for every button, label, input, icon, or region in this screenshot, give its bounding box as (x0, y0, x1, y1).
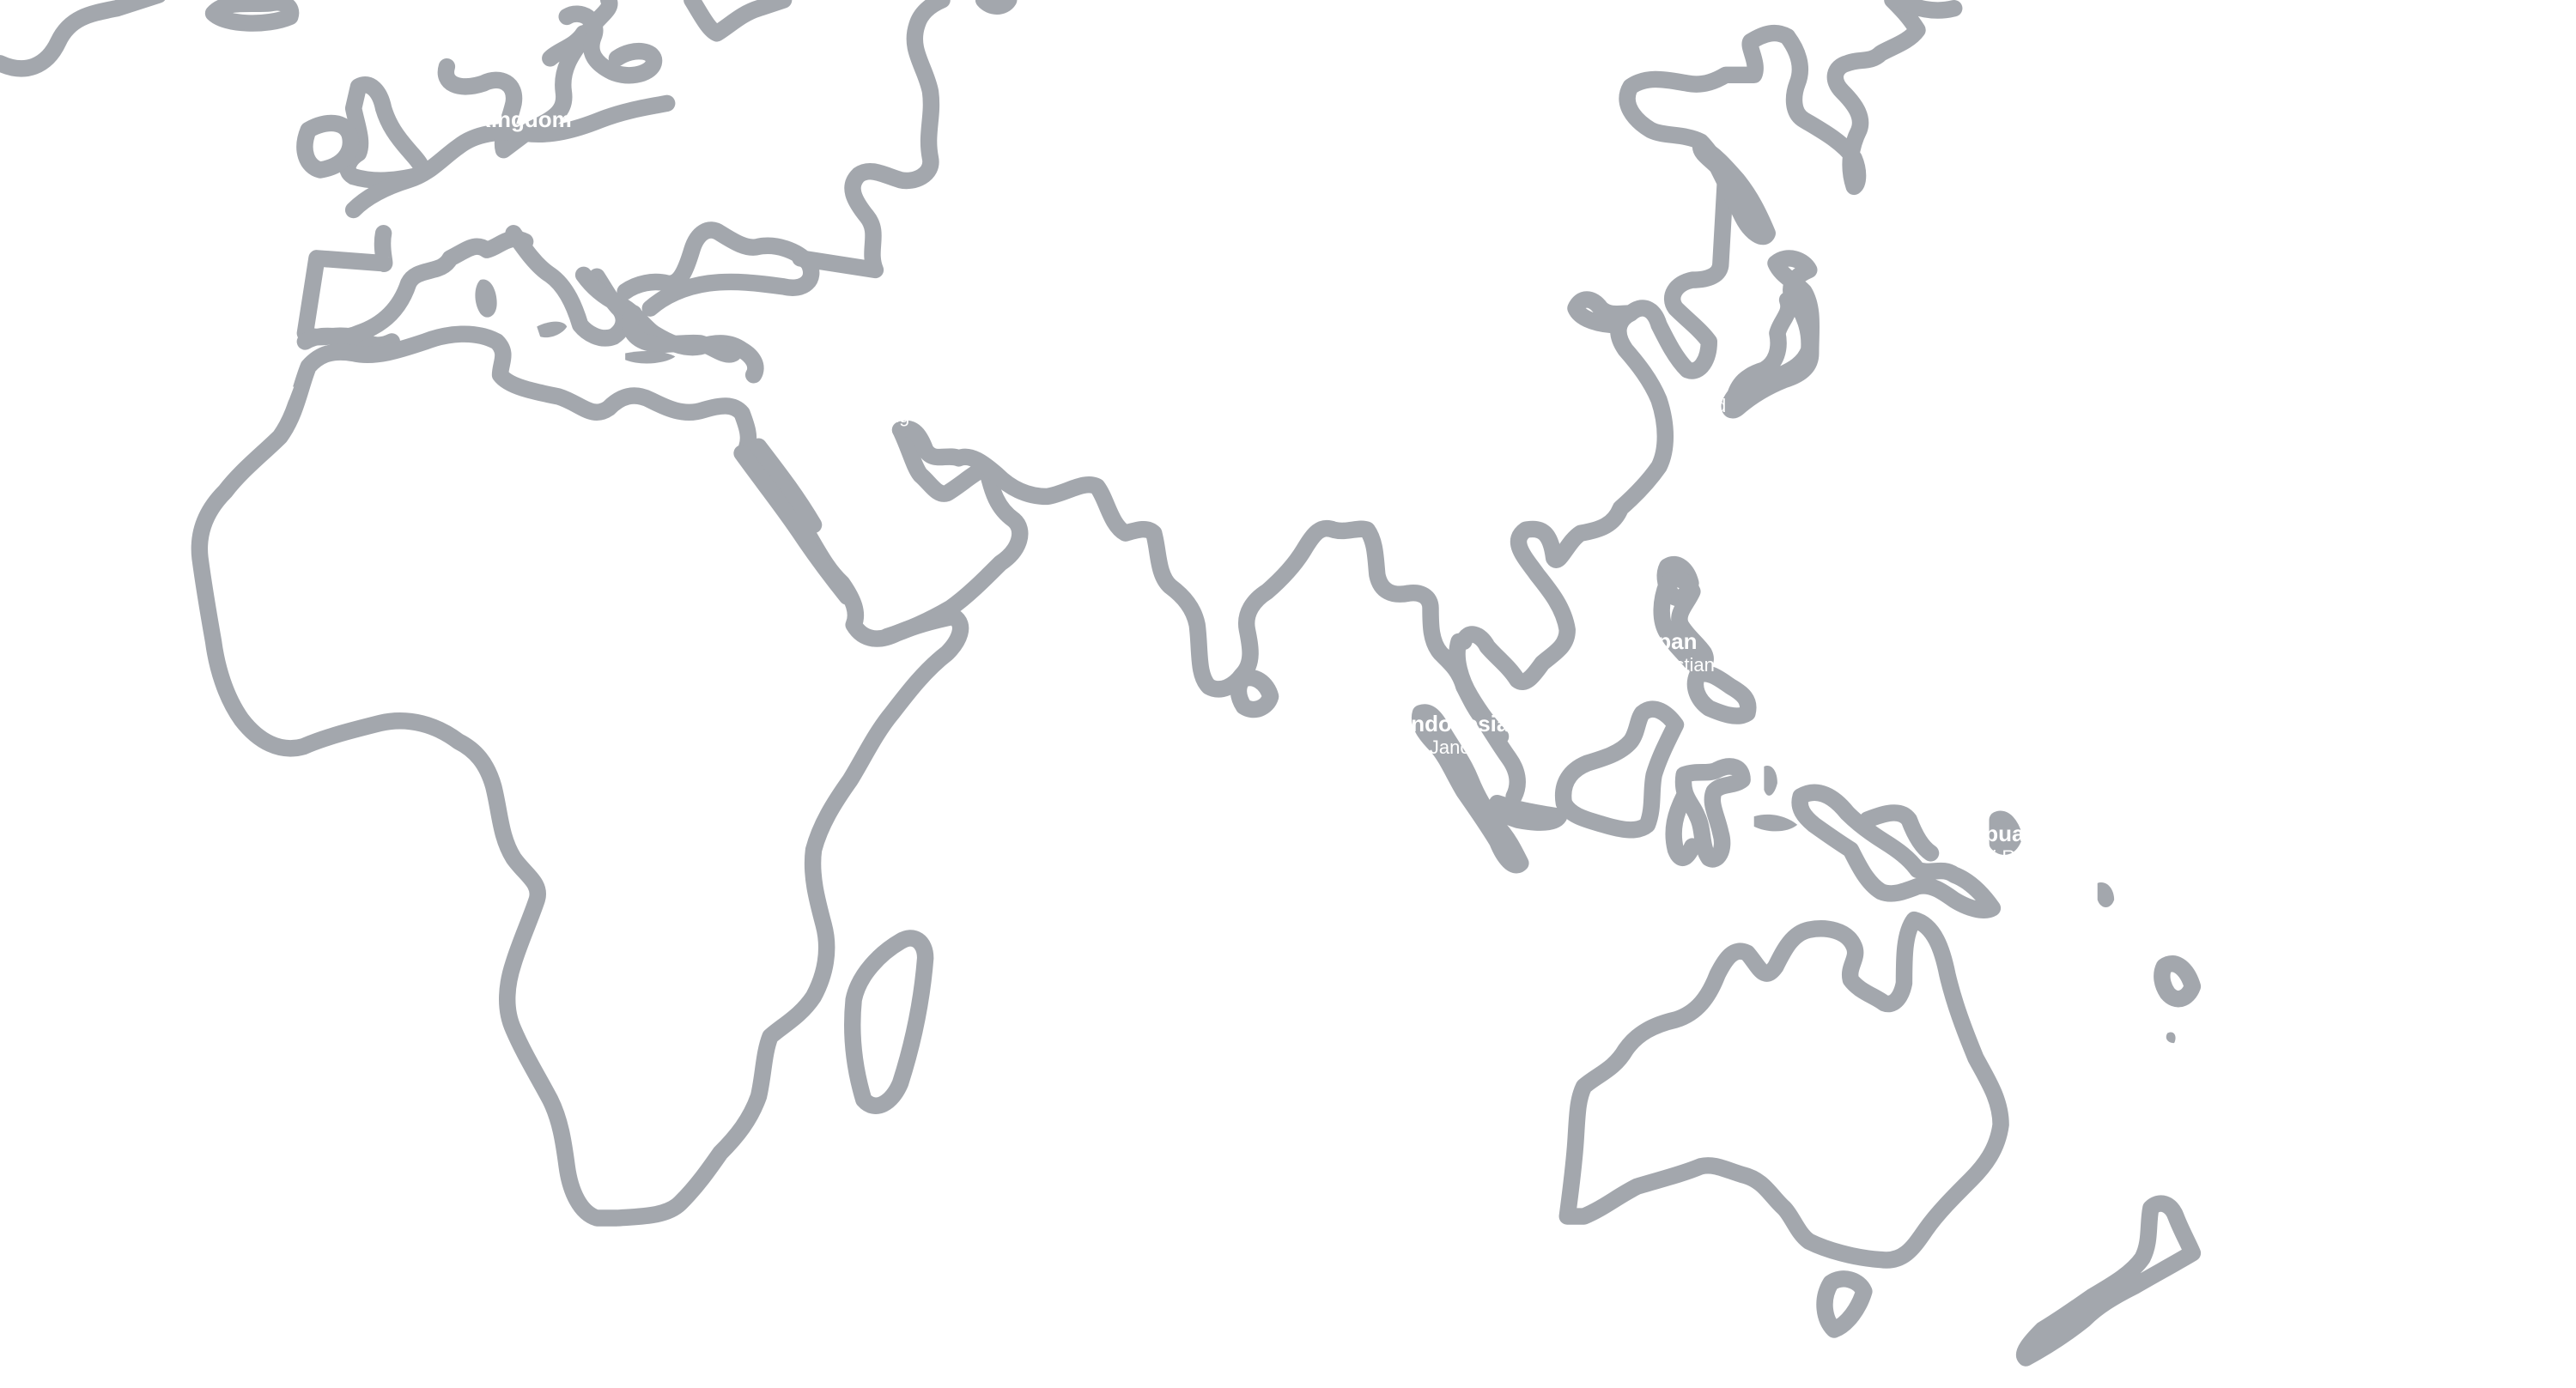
sicily-island (537, 321, 568, 338)
north-europe-coast (344, 94, 676, 219)
marker-sublabel: d (1716, 395, 1727, 416)
malay-peninsula-coast (1449, 633, 1510, 745)
sakhalin-coast (1692, 138, 1776, 245)
greenland-coast (0, 0, 166, 77)
sri-lanka-coast (1230, 669, 1279, 718)
iceland-coast (204, 0, 300, 32)
marker-label: Indonesia (1405, 711, 1510, 736)
red-sea-coast (733, 438, 856, 605)
kamchatka-coast (1892, 0, 1963, 19)
vanuatu-island (2097, 882, 2115, 907)
black-sea-coast (617, 221, 820, 317)
caspian-coast (792, 0, 951, 279)
tasmania-coast (1816, 1270, 1873, 1338)
australia-coast (1558, 911, 2009, 1269)
small-pacific-island (2166, 1032, 2176, 1044)
marker-middle-east[interactable]: ing (884, 405, 909, 427)
finland-coast (683, 0, 793, 42)
marker-united-kingdom[interactable]: United Kingdom (399, 106, 572, 132)
corsica-island (475, 279, 497, 318)
marker-label: United Kingdom (399, 106, 572, 132)
marker-sublabel: Christian (1640, 654, 1715, 676)
marker-papua[interactable]: pua Robi Ringe (1958, 821, 2051, 869)
new-guinea-coast (1791, 784, 2002, 918)
solomon-islands-coast (1989, 810, 2023, 855)
arctic-russia-coast (975, 0, 1018, 15)
japan-coast (1721, 250, 1820, 419)
anatolia-coast (622, 305, 743, 363)
madagascar-coast (844, 930, 934, 1114)
marker-philippines[interactable]: pan Christian (1640, 628, 1715, 676)
iberia-coast (296, 230, 534, 350)
britain-coast (339, 76, 430, 189)
arabia-coast (878, 421, 1029, 646)
marker-sublabel: Robi Ringe (1958, 846, 2051, 868)
china-east-coast (1567, 24, 1796, 379)
africa-coast (191, 325, 969, 1227)
italy-coast (505, 225, 633, 347)
timor-island (1753, 814, 1798, 832)
marker-sublabel: Jancal (1429, 736, 1485, 758)
india-coast (1145, 520, 1473, 698)
marker-sublabel: ing (884, 405, 910, 427)
maluku-island (1764, 765, 1777, 796)
new-zealand-coast (2016, 1195, 2202, 1367)
marker-label: pua (1984, 821, 2025, 846)
philippines-coast (1653, 570, 1757, 724)
marker-label: y (282, 378, 295, 403)
persian-gulf-coast (891, 420, 1163, 542)
marker-label: pan (1657, 628, 1698, 654)
siberia-coast (1778, 0, 1926, 196)
marker-north-africa[interactable]: y (282, 378, 294, 403)
ireland-coast (296, 114, 360, 179)
sulawesi-coast (1665, 758, 1751, 868)
borneo-coast (1554, 700, 1685, 839)
marker-japan[interactable]: d (1716, 395, 1726, 417)
crete-island (625, 350, 676, 364)
marker-indonesia[interactable]: Indonesia Jancal (1405, 711, 1509, 759)
scandinavia-inner-coast (558, 5, 663, 84)
sumatra-coast (1411, 704, 1568, 874)
new-caledonia-coast (2154, 955, 2202, 1008)
